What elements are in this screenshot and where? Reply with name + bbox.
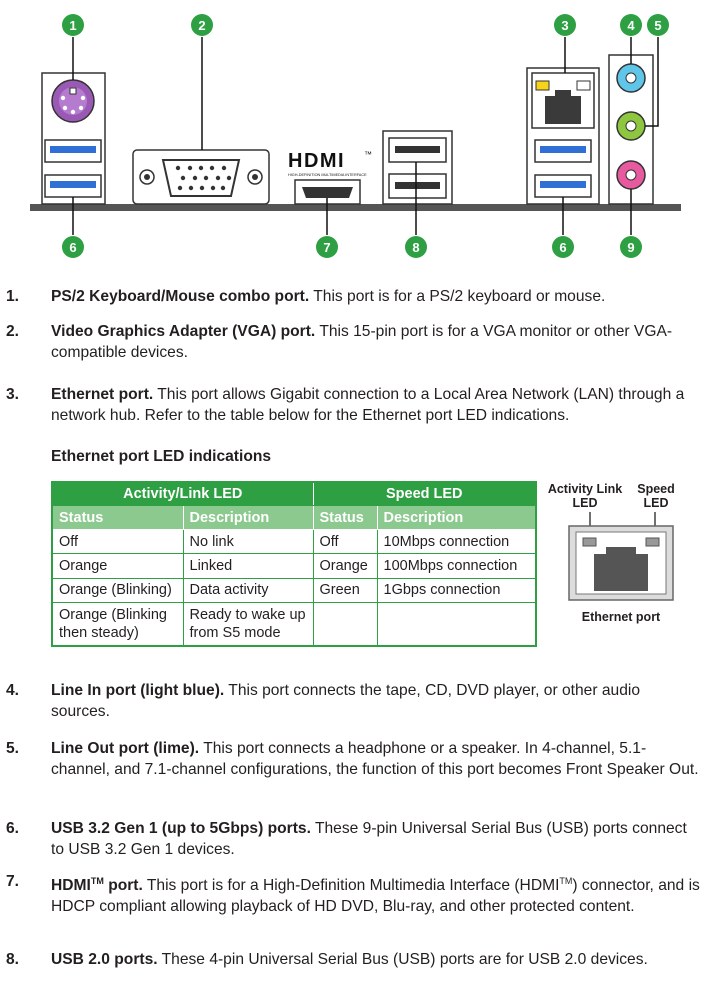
activity-led-icon (582, 537, 597, 547)
item-title: HDMITM port. (51, 876, 143, 895)
table-cell (312, 601, 378, 647)
item-title: USB 3.2 Gen 1 (up to 5Gbps) ports. (51, 820, 311, 837)
item-number: 8. (6, 951, 20, 968)
item-number: 3. (6, 386, 20, 403)
item-title: Line In port (light blue). (51, 682, 225, 699)
item-text: These 4-pin Universal Serial Bus (USB) p… (157, 951, 648, 968)
table-cell: Data activity (182, 577, 314, 603)
table-cell: 10Mbps connection (376, 529, 537, 555)
item-text: This port is for a PS/2 keyboard or mous… (309, 288, 606, 305)
table-row: Orange (Blinking) Data activity Green 1G… (51, 577, 537, 603)
lan-usb-stack (526, 67, 600, 205)
table-cell: Green (312, 577, 378, 603)
item-title: PS/2 Keyboard/Mouse combo port. (51, 288, 310, 305)
item-number: 4. (6, 682, 20, 699)
led-table: Activity/Link LED Speed LED Status Descr… (51, 481, 538, 647)
callout-2: 2 (198, 18, 205, 33)
speed-led-label: Speed LED (637, 482, 675, 510)
vga-port (132, 149, 270, 205)
col-header: Status (51, 505, 184, 531)
item-text: This 15-pin port is for a VGA monitor or… (51, 323, 673, 361)
callout-6: 6 (559, 240, 566, 255)
callout-1: 1 (69, 18, 76, 33)
rear-panel-diagram: HDMI ™ HIGH-DEFINITION MULTIMEDIA INTERF… (30, 14, 681, 258)
led-section-title: Ethernet port LED indications (51, 448, 272, 465)
callout-5: 5 (654, 18, 661, 33)
table-cell: Linked (182, 553, 314, 579)
item-text: ) connector, and is HDCP compliant allow… (51, 877, 700, 916)
leader-lines (72, 37, 659, 235)
item-title: Ethernet port. (51, 386, 154, 403)
callout-6: 6 (69, 240, 76, 255)
item-number: 5. (6, 740, 20, 757)
item-text: These 9-pin Universal Serial Bus (USB) p… (51, 820, 687, 858)
table-cell: Orange (312, 553, 378, 579)
table-row: Off No link Off 10Mbps connection (51, 529, 537, 555)
col-header: Description (376, 505, 537, 531)
board-edge (30, 204, 681, 211)
item-text: This port is for a High-Definition Multi… (142, 877, 560, 895)
table-cell: 1Gbps connection (376, 577, 537, 603)
item-number: 7. (6, 873, 20, 890)
table-cell: 100Mbps connection (376, 553, 537, 579)
table-cell: No link (182, 529, 314, 555)
table-row: Orange Linked Orange 100Mbps connection (51, 553, 537, 579)
table-cell (376, 601, 537, 647)
activity-led-label: Activity Link LED (547, 482, 623, 510)
item-title: Line Out port (lime). (51, 740, 200, 757)
table-cell: Orange (51, 553, 184, 579)
table-cell: Off (51, 529, 184, 555)
table-cell: Ready to wake up from S5 mode (182, 601, 314, 647)
callout-7: 7 (323, 240, 330, 255)
col-header: Description (182, 505, 314, 531)
callout-9: 9 (627, 240, 634, 255)
ethernet-port-caption: Ethernet port (581, 610, 661, 624)
callout-3: 3 (561, 18, 568, 33)
item-title: Video Graphics Adapter (VGA) port. (51, 323, 316, 340)
group-header-activity: Activity/Link LED (51, 481, 314, 507)
item-number: 2. (6, 323, 20, 340)
item-title: USB 2.0 ports. (51, 951, 158, 968)
item-text: This port connects a headphone or a spea… (51, 740, 699, 778)
hdmi-logo: HDMI (288, 150, 345, 172)
item-text: This port allows Gigabit connection to a… (51, 386, 685, 424)
col-header: Status (312, 505, 378, 531)
table-row: Orange (Blinking then steady) Ready to w… (51, 601, 537, 647)
hdmi-port: HDMI ™ HIGH-DEFINITION MULTIMEDIA INTERF… (288, 150, 372, 205)
table-cell: Orange (Blinking then steady) (51, 601, 184, 647)
ps2-usb-stack (41, 72, 106, 205)
table-cell: Off (312, 529, 378, 555)
callout-4: 4 (627, 18, 635, 33)
speed-led-icon (645, 537, 660, 547)
item-text: This port connects the tape, CD, DVD pla… (51, 682, 641, 720)
usb2-stack (382, 130, 453, 205)
table-cell: Orange (Blinking) (51, 577, 184, 603)
hdmi-tagline: HIGH-DEFINITION MULTIMEDIA INTERFACE (288, 173, 367, 177)
item-text-sup: TM (559, 876, 573, 886)
hdmi-trademark: ™ (364, 150, 372, 159)
group-header-speed: Speed LED (312, 481, 537, 507)
item-number: 6. (6, 820, 20, 837)
audio-stack (608, 54, 654, 205)
callout-8: 8 (412, 240, 419, 255)
item-number: 1. (6, 288, 20, 305)
callouts: 1 2 3 4 5 6 7 8 6 9 (62, 14, 669, 258)
